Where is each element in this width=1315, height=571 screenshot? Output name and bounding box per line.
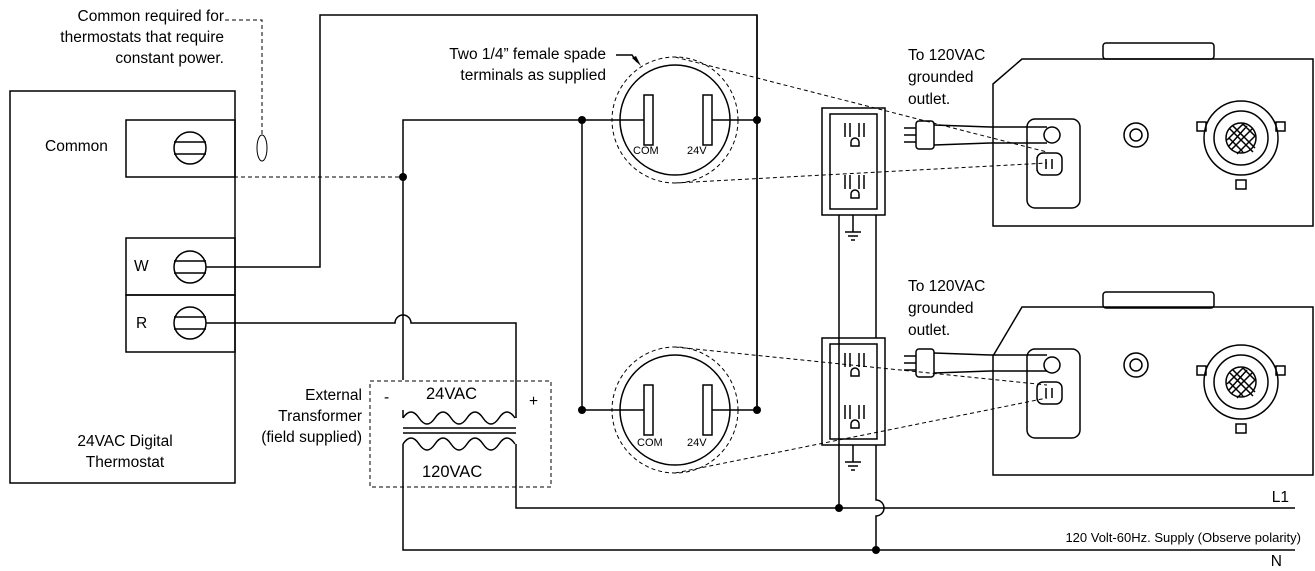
thermostat-body (9, 90, 236, 484)
transformer-label-line2: Transformer (278, 408, 362, 425)
bottom-24v-label: 24V (687, 437, 707, 449)
thermostat-title-line1: 24VAC Digital (77, 433, 173, 450)
common-wire-marker (256, 134, 268, 162)
heater-unit-top (992, 42, 1314, 227)
outlet-bottom-line2: grounded (908, 300, 974, 317)
thermostat-r-label: R (136, 315, 148, 332)
receptacle-bottom (821, 337, 886, 446)
outlet-top-line2: grounded (908, 69, 974, 86)
transformer-label-line3: (field supplied) (261, 429, 362, 446)
outlet-bottom-line3: outlet. (908, 322, 951, 339)
ground-icon-top (845, 215, 861, 241)
primary-coil (402, 437, 516, 451)
r-wire (206, 314, 517, 410)
secondary-coil (402, 411, 516, 425)
supply-description: 120 Volt-60Hz. Supply (Observe polarity) (1065, 530, 1301, 545)
spade-connector-bottom (619, 354, 731, 466)
common-leader-line (225, 19, 263, 135)
common-required-note-line1: Common required for (77, 8, 224, 25)
common-screw-icon (173, 131, 207, 165)
plug-bottom-icon (904, 348, 1047, 378)
outlet-top-line1: To 120VAC (908, 47, 986, 64)
plug-top-icon (904, 120, 1047, 150)
transformer-label-line1: External (305, 387, 362, 404)
outlet-bottom-line1: To 120VAC (908, 278, 986, 295)
common-terminal-block (125, 119, 236, 178)
spade-terminals-note-line2: terminals as supplied (460, 67, 606, 84)
transformer-secondary-label: 24VAC (426, 385, 478, 403)
outlet-top-line3: outlet. (908, 91, 951, 108)
common-bus (402, 119, 582, 177)
supply-l1-label: L1 (1271, 489, 1289, 506)
ground-icon-bottom (845, 445, 861, 471)
junction-common (399, 173, 407, 181)
top-24v-label: 24V (687, 145, 707, 157)
supply-n-label: N (1270, 553, 1282, 570)
transformer-plus-label: + (529, 393, 539, 410)
transformer-neutral-wire (402, 458, 1295, 551)
r-screw-icon (173, 306, 207, 340)
heater-unit-bottom (992, 291, 1314, 476)
transformer-primary-label: 120VAC (422, 463, 483, 481)
bottom-com-label: COM (637, 437, 663, 449)
receptacle-top (821, 107, 886, 216)
thermostat-w-label: W (134, 258, 149, 275)
transformer-line-wire (515, 458, 1295, 509)
top-com-label: COM (633, 145, 659, 157)
common-required-note-line2: thermostats that require (60, 29, 224, 46)
transformer-outline (369, 380, 552, 488)
common-required-note-line3: constant power. (115, 50, 224, 67)
thermostat-common-label: Common (45, 138, 108, 155)
spade-connector-top (619, 64, 731, 176)
thermostat-title-line2: Thermostat (85, 454, 165, 471)
w-screw-icon (173, 250, 207, 284)
transformer-minus-label: - (384, 389, 390, 406)
receptacle-n-bus-lower (875, 445, 885, 550)
spade-terminals-note-line1: Two 1/4” female spade (449, 46, 606, 63)
